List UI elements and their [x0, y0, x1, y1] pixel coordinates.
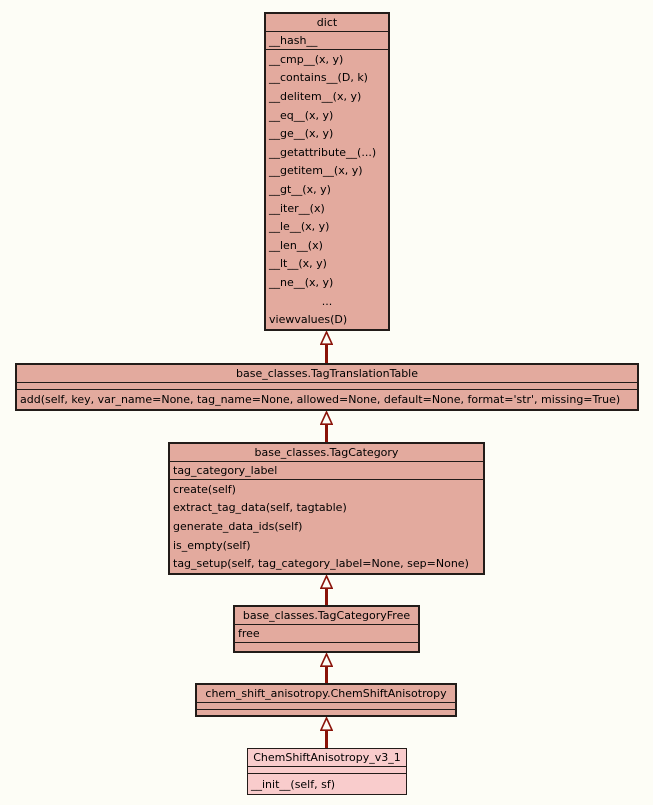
attributes-compartment: free [235, 625, 418, 643]
class-box-tag-translation-table[interactable]: base_classes.TagTranslationTable add(sel… [15, 363, 639, 411]
arrow-shaft [325, 425, 328, 442]
attributes-compartment: tag_category_label [170, 462, 483, 480]
member-row: __eq__(x, y) [269, 108, 334, 122]
member-row: ... [321, 294, 333, 308]
member-row: generate_data_ids(self) [173, 519, 303, 533]
member-row: tag_setup(self, tag_category_label=None,… [173, 557, 469, 571]
member-row: __ne__(x, y) [269, 275, 334, 289]
member-row: __contains__(D, k) [269, 71, 368, 85]
inheritance-arrow-v31-to-csa [320, 717, 333, 748]
hollow-triangle-icon [320, 411, 333, 425]
inheritance-arrow-ttt-to-dict [320, 331, 333, 363]
member-row: __le__(x, y) [269, 220, 330, 234]
arrow-shaft [325, 731, 328, 748]
member-row: __gt__(x, y) [269, 182, 331, 196]
member-row: __delitem__(x, y) [269, 89, 362, 103]
hollow-triangle-icon [320, 331, 333, 345]
class-box-dict[interactable]: dict __hash__ __cmp__(x, y) __contains__(… [264, 12, 390, 331]
arrow-shaft [325, 589, 328, 605]
class-box-chem-shift-anisotropy-v3-1[interactable]: ChemShiftAnisotropy_v3_1 __init__(self, … [247, 748, 407, 795]
attributes-compartment: __hash__ [266, 32, 388, 50]
class-title: base_classes.TagCategory [170, 444, 483, 462]
member-row: __len__(x) [269, 238, 323, 252]
class-title: dict [266, 14, 388, 32]
member-row: __hash__ [269, 34, 318, 47]
class-box-tag-category[interactable]: base_classes.TagCategory tag_category_la… [168, 442, 485, 575]
member-row: __getattribute__(...) [269, 145, 377, 159]
hollow-triangle-icon [320, 575, 333, 589]
member-row: extract_tag_data(self, tagtable) [173, 501, 347, 515]
member-row: __cmp__(x, y) [269, 52, 344, 66]
inheritance-arrow-csa-to-tcf [320, 653, 333, 683]
inheritance-arrow-tc-to-ttt [320, 411, 333, 442]
member-row: add(self, key, var_name=None, tag_name=N… [20, 393, 621, 406]
member-row: __iter__(x) [269, 201, 325, 215]
hollow-triangle-icon [320, 717, 333, 731]
class-title: chem_shift_anisotropy.ChemShiftAnisotrop… [197, 685, 455, 703]
member-row: create(self) [173, 482, 236, 496]
hollow-triangle-icon [320, 653, 333, 667]
attributes-compartment [197, 703, 455, 710]
attributes-compartment [17, 383, 637, 390]
member-row: free [238, 627, 260, 640]
attributes-compartment [248, 767, 406, 774]
class-title: ChemShiftAnisotropy_v3_1 [248, 749, 406, 767]
member-row: viewvalues(D) [269, 313, 348, 327]
class-box-chem-shift-anisotropy[interactable]: chem_shift_anisotropy.ChemShiftAnisotrop… [195, 683, 457, 717]
arrow-shaft [325, 345, 328, 363]
methods-compartment: __cmp__(x, y) __contains__(D, k) __delitem… [266, 50, 388, 329]
methods-compartment: create(self) extract_tag_data(self, tagta… [170, 480, 483, 573]
arrow-shaft [325, 667, 328, 683]
member-row: __init__(self, sf) [251, 777, 336, 791]
class-title: base_classes.TagCategoryFree [235, 607, 418, 625]
member-row: __lt__(x, y) [269, 257, 327, 271]
methods-compartment [235, 643, 418, 651]
methods-compartment: add(self, key, var_name=None, tag_name=N… [17, 390, 637, 409]
methods-compartment: __init__(self, sf) [248, 774, 406, 794]
class-title: base_classes.TagTranslationTable [17, 365, 637, 383]
class-box-tag-category-free[interactable]: base_classes.TagCategoryFree free [233, 605, 420, 653]
member-row: tag_category_label [173, 464, 278, 477]
member-row: __getitem__(x, y) [269, 164, 363, 178]
member-row: __ge__(x, y) [269, 127, 334, 141]
inheritance-arrow-tcf-to-tc [320, 575, 333, 605]
member-row: is_empty(self) [173, 538, 251, 552]
methods-compartment [197, 710, 455, 715]
